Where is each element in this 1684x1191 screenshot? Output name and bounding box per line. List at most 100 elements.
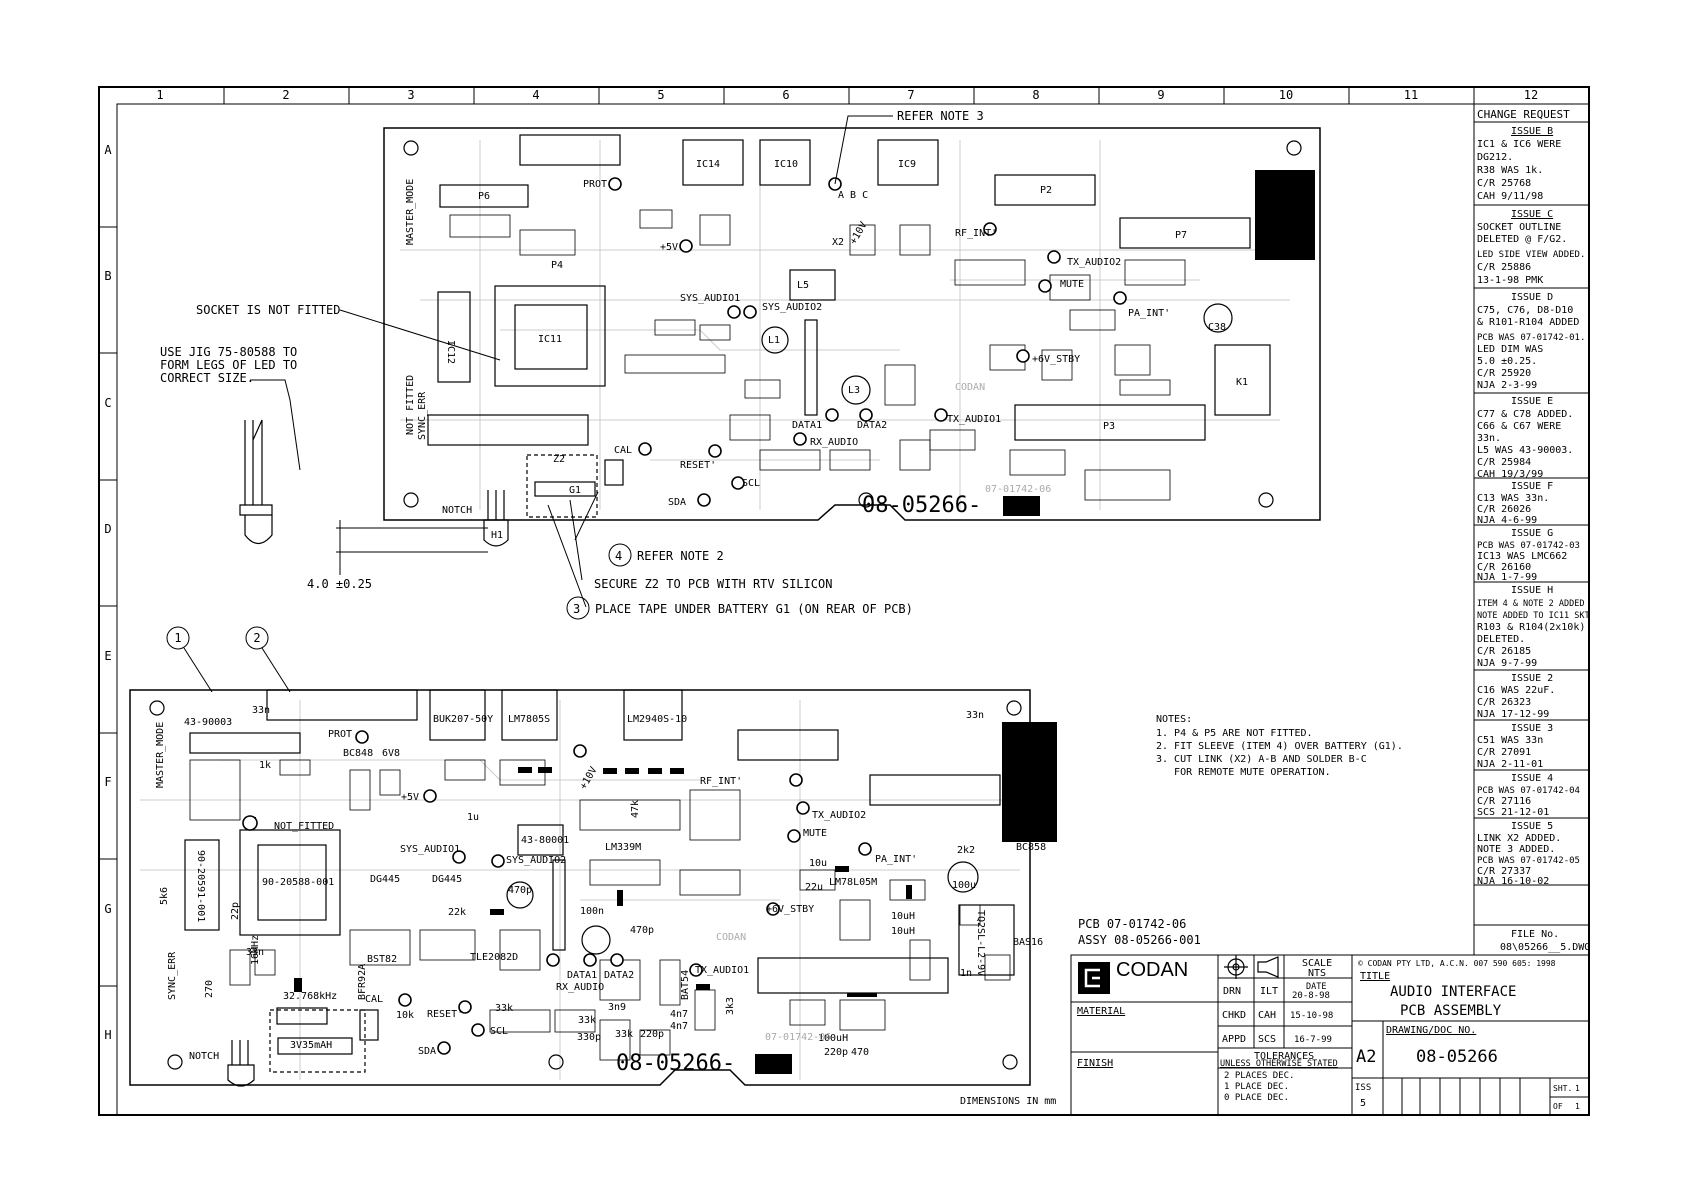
bottom-label-330p: 330p [577, 1032, 601, 1043]
bottom-ic-side [184, 839, 220, 931]
bottom-label-6v-stby: +6V_STBY [766, 904, 814, 915]
top-c38-body [1203, 303, 1233, 333]
bottom-label-bfr92a: BFR92A [357, 964, 368, 1000]
bottom-label-100uh: 100uH [818, 1033, 848, 1044]
drn-label: DRN [1223, 986, 1241, 997]
issue-line: PCB WAS 07-01742-04 [1477, 786, 1580, 796]
bottom-label-reset: RESET' [427, 1009, 463, 1020]
bottom-buk-body [429, 689, 486, 741]
bottom-label-10uh-b: 10uH [891, 926, 915, 937]
bottom-label-6v8: 6V8 [382, 748, 400, 759]
bottom-big-cap [947, 861, 979, 893]
bottom-labels: BUK207-50Y LM7805S LM2940S-10 90-20588-0… [155, 705, 1046, 1062]
scale-value: NTS [1308, 968, 1326, 979]
bottom-label-board-silk: 07-01742-06 [765, 1032, 831, 1043]
issue-line: NJA 17-12-99 [1477, 709, 1549, 720]
issue-line: R103 & R104(2x10k) [1477, 622, 1585, 633]
note-item: 3. CUT LINK (X2) A-B AND SOLDER B-C [1156, 754, 1367, 765]
top-label-p7: P7 [1175, 230, 1187, 241]
issue-line: NJA 9-7-99 [1477, 658, 1537, 669]
bottom-label-bst82: BST82 [367, 954, 397, 965]
issue-line: LINK X2 ADDED. [1477, 833, 1561, 844]
bottom-label-sys-audio1: SYS_AUDIO1 [400, 844, 460, 855]
chkd-who: CAH [1258, 1010, 1276, 1021]
top-ic10-body [759, 139, 811, 186]
issue-line: PCB WAS 07-01742-01. [1477, 333, 1585, 343]
sheet-size: A2 [1356, 1047, 1376, 1067]
bottom-label-not-fitted: NOT_FITTED [274, 821, 334, 832]
tolerance-line: 1 PLACE DEC. [1224, 1082, 1289, 1092]
col-label: 1 [156, 88, 163, 102]
bottom-label-5k6: 5k6 [159, 887, 170, 905]
issue-heading: ISSUE 4 [1511, 773, 1553, 784]
top-label-cal: CAL [614, 445, 632, 456]
bottom-small-components [189, 759, 1011, 1061]
issue-line: C13 WAS 33n. [1477, 493, 1549, 504]
top-label-notch: NOTCH [442, 505, 472, 516]
bottom-header-right [869, 774, 1001, 806]
top-label-sda: SDA [668, 497, 686, 508]
issue-line: 5.0 ±0.25. [1477, 356, 1537, 367]
bottom-mounting-holes [149, 700, 1022, 1070]
top-ic11-socket [494, 285, 606, 387]
top-label-sys-audio1: SYS_AUDIO1 [680, 293, 740, 304]
top-label-tx-audio1: TX_AUDIO1 [947, 414, 1001, 425]
top-ic14-body [682, 139, 744, 186]
issue-line: C/R 25768 [1477, 178, 1531, 189]
bottom-label-buk: BUK207-50Y [433, 714, 493, 725]
issue-line: C/R 26185 [1477, 646, 1531, 657]
notes-title: NOTES: [1156, 714, 1192, 725]
top-label-l3: L3 [848, 385, 860, 396]
row-labels: A B C D E F G H [104, 143, 112, 1042]
bottom-label-bc848: BC848 [343, 748, 373, 759]
row-label: D [104, 522, 111, 536]
issue-line: 33n. [1477, 433, 1501, 444]
top-label-c38: C38 [1208, 322, 1226, 333]
bottom-label-dg445-2: DG445 [432, 874, 462, 885]
bottom-label-4n7-b: 4n7 [670, 1021, 688, 1032]
tolerance-line: 0 PLACE DEC. [1224, 1093, 1289, 1103]
bottom-label-33n-a: 33n [252, 705, 270, 716]
top-lower-sub [427, 414, 589, 446]
issue-line: ITEM 4 & NOTE 2 ADDED [1477, 599, 1584, 609]
bottom-label-pa-int: PA_INT' [875, 854, 917, 865]
sheet-border [98, 86, 1590, 1116]
bottom-label-10k: 10k [396, 1010, 414, 1021]
socket-not-fitted-note: SOCKET IS NOT FITTED [196, 303, 341, 317]
bottom-label-1k: 1k [259, 760, 271, 771]
top-label-ic9: IC9 [898, 159, 916, 170]
issue-line: PCB WAS 07-01742-05 [1477, 856, 1580, 866]
issue-line: C/R 26026 [1477, 504, 1531, 515]
bottom-label-rx-audio: RX_AUDIO [556, 982, 604, 993]
top-label-p2: P2 [1040, 185, 1052, 196]
led-side-view [239, 419, 273, 545]
bottom-coil-1 [506, 881, 534, 909]
file-number-value: 08\05266__5.DWG [1500, 942, 1590, 953]
bottom-label-lm7805: LM7805S [508, 714, 550, 725]
top-label-board-silk: 07-01742-06 [985, 484, 1051, 495]
issue-line: NJA 2-3-99 [1477, 380, 1537, 391]
bottom-label-bat54: BAT54 [680, 970, 691, 1000]
top-label-not-fitted: NOT FITTED [405, 375, 416, 435]
bottom-label-33n-b: 33n [966, 710, 984, 721]
top-board-number: 08-05266- [862, 493, 981, 518]
top-label-tx-audio2: TX_AUDIO2 [1067, 257, 1121, 268]
bottom-label-mute: MUTE [803, 828, 827, 839]
bottom-label-dg445-1: DG445 [370, 874, 400, 885]
scale-label: SCALE [1302, 958, 1332, 969]
unless-label: UNLESS OTHERWISE STATED [1220, 1059, 1338, 1069]
bottom-label-100u: 100u [952, 880, 976, 891]
column-ruler [223, 87, 1475, 104]
bottom-label-470p-b: 470p [630, 925, 654, 936]
bottom-label-100n: 100n [580, 906, 604, 917]
bottom-label-43-90003: 43-90003 [184, 717, 232, 728]
top-label-master-mode: MASTER_MODE [405, 179, 416, 245]
top-l1-body [761, 326, 789, 354]
issue-line: NOTE 3 ADDED. [1477, 844, 1555, 855]
bottom-label-33k-b: 33k [578, 1015, 596, 1026]
top-small-components [449, 209, 1186, 501]
appd-who: SCS [1258, 1034, 1276, 1045]
issue-line: 13-1-98 PMK [1477, 275, 1543, 286]
issue-line: C77 & C78 ADDED. [1477, 409, 1573, 420]
